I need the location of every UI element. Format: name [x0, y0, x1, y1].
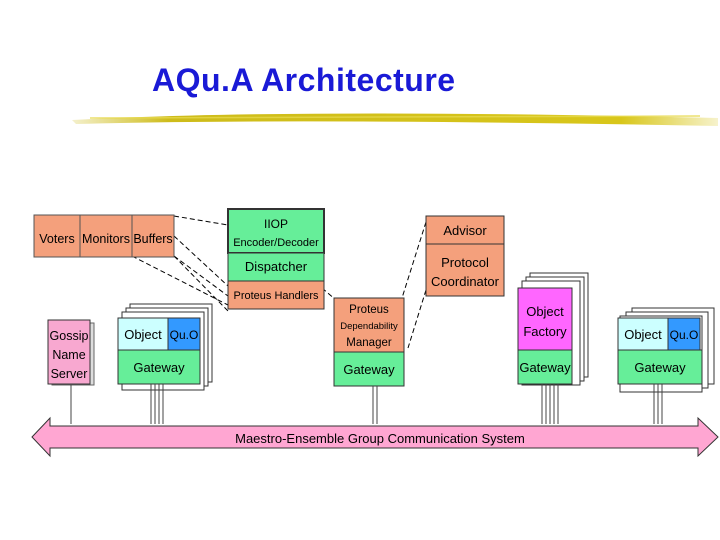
factory-label: Factory	[523, 324, 567, 339]
gateway-label-factory: Gateway	[519, 360, 571, 375]
gateway-label-left: Gateway	[133, 360, 185, 375]
quo-label-left: Qu.O	[170, 328, 199, 342]
orb-components-group: Voters Monitors Buffers	[33, 214, 175, 258]
buffers-label: Buffers	[133, 232, 172, 246]
orb-stack: IIOP Encoder/Decoder Dispatcher Proteus …	[227, 208, 325, 310]
client-node-left: Object Qu.O Gateway	[117, 303, 213, 391]
group-communication-bus: Maestro-Ensemble Group Communication Sys…	[31, 416, 719, 458]
pdm-node: Proteus Dependability Manager Gateway	[333, 297, 405, 387]
proteus-label: Proteus	[349, 304, 389, 316]
title-underline	[72, 113, 718, 126]
gossip-label: Gossip	[50, 329, 89, 343]
advisor-label: Advisor	[443, 223, 487, 238]
proteus-handlers-label: Proteus Handlers	[234, 290, 319, 302]
manager-label: Manager	[346, 337, 392, 349]
monitors-label: Monitors	[82, 232, 130, 246]
object-label-right: Object	[624, 327, 662, 342]
client-node-right: Object Qu.O Gateway	[617, 307, 715, 393]
voters-label: Voters	[39, 232, 74, 246]
quo-label-right: Qu.O	[670, 328, 699, 342]
coordinator-label: Coordinator	[431, 274, 500, 289]
bus-label: Maestro-Ensemble Group Communication Sys…	[235, 431, 525, 446]
gateway-label-pdm: Gateway	[343, 362, 395, 377]
gateway-label-right: Gateway	[634, 360, 686, 375]
dispatcher-label: Dispatcher	[245, 259, 308, 274]
server-label: Server	[51, 367, 88, 381]
name-label: Name	[52, 348, 85, 362]
factory-node: Object Factory Gateway	[517, 272, 589, 386]
gossip-name-server: Gossip Name Server	[47, 319, 95, 386]
factory-object-label: Object	[526, 304, 564, 319]
bus-connectors	[70, 384, 663, 424]
connector-lines	[131, 215, 427, 349]
protocol-label: Protocol	[441, 255, 489, 270]
iiop-label: IIOP	[264, 217, 288, 231]
dependability-label: Dependability	[340, 321, 398, 332]
page-title: AQu.A Architecture	[152, 62, 456, 98]
object-label-left: Object	[124, 327, 162, 342]
advisor-stack: Advisor Protocol Coordinator	[425, 215, 505, 297]
encoder-decoder-label: Encoder/Decoder	[233, 237, 319, 249]
